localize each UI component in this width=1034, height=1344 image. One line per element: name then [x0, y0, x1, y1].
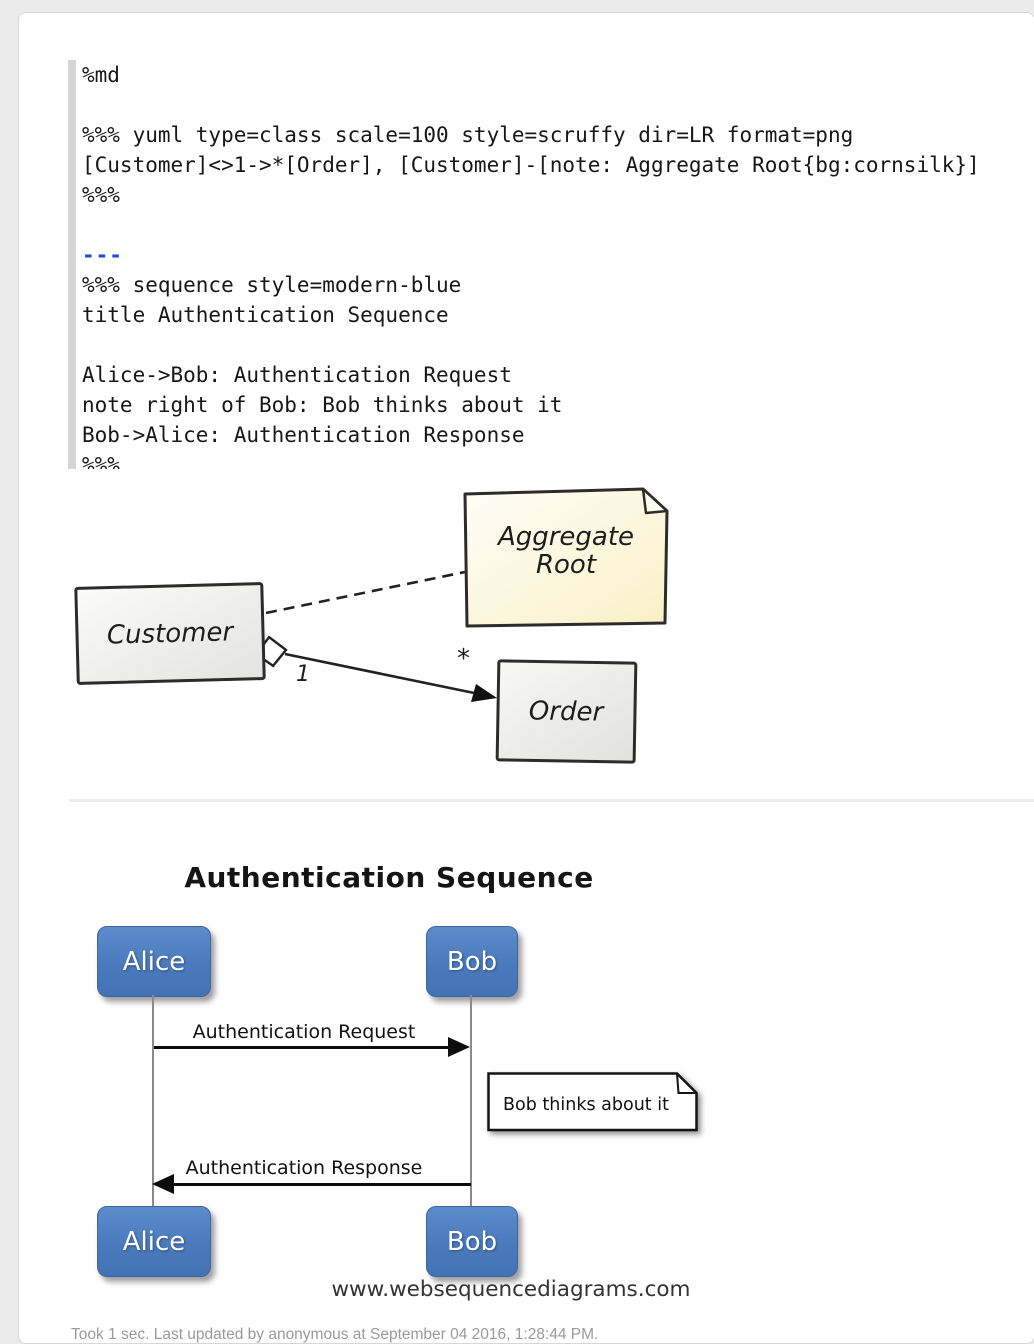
code-line — [82, 90, 1022, 120]
aggregate-root-note: Aggregate Root — [463, 487, 669, 628]
customer-label: Customer — [107, 617, 236, 650]
request-arrowhead-icon — [448, 1037, 470, 1057]
websequencediagrams-watermark: www.websequencediagrams.com — [331, 1277, 691, 1302]
class-diagram-image: 1 * Customer Aggregate Root Order — [74, 487, 669, 764]
code-line: title Authentication Sequence — [82, 303, 449, 327]
response-arrowhead-icon — [152, 1174, 174, 1194]
code-line — [82, 210, 1022, 240]
cell-gutter-bar — [68, 60, 76, 469]
seqnote-folded-corner — [676, 1073, 697, 1094]
code-line: %%% — [82, 453, 120, 469]
sequence-diagram-title: Authentication Sequence — [184, 861, 594, 894]
association-line — [284, 652, 480, 696]
multiplicity-one-label: 1 — [296, 662, 310, 687]
seqnote-text: Bob thinks about it — [503, 1095, 669, 1115]
bob-lifeline — [470, 995, 472, 1207]
cell-status-text: Took 1 sec. Last updated by anonymous at… — [71, 1326, 599, 1343]
response-message-label: Authentication Response — [185, 1157, 423, 1179]
arrowhead-order — [471, 684, 497, 702]
order-label: Order — [529, 696, 606, 727]
bob-note: Bob thinks about it — [487, 1072, 698, 1132]
code-line: %%% yuml type=class scale=100 style=scru… — [82, 123, 854, 147]
response-arrow-line — [172, 1183, 471, 1186]
code-line: %md — [82, 63, 120, 87]
request-arrow-line — [154, 1046, 450, 1049]
multiplicity-many-label: * — [457, 644, 470, 674]
request-message-label: Authentication Request — [192, 1021, 416, 1043]
note-link-dashed-line — [265, 570, 466, 615]
actor-bob-top: Bob — [426, 926, 518, 997]
customer-class-box: Customer — [74, 582, 266, 685]
code-line: %%% sequence style=modern-blue — [82, 273, 462, 297]
actor-alice-bottom: Alice — [97, 1206, 211, 1277]
code-line: Alice->Bob: Authentication Request — [82, 363, 512, 387]
note-text-line1: Aggregate — [496, 522, 634, 552]
order-class-box: Order — [495, 659, 638, 764]
code-line: [Customer]<>1->*[Order], [Customer]-[not… — [82, 153, 980, 177]
note-text-line2: Root — [536, 550, 597, 580]
code-line: Bob->Alice: Authentication Response — [82, 423, 525, 447]
actor-bob-bottom: Bob — [426, 1206, 518, 1277]
code-line — [82, 330, 1022, 360]
code-line: note right of Bob: Bob thinks about it — [82, 393, 563, 417]
notebook-cell[interactable]: %md %%% yuml type=class scale=100 style=… — [18, 12, 1034, 1344]
code-line-markdown-rule: --- — [82, 243, 123, 267]
alice-lifeline — [152, 995, 154, 1207]
code-line: %%% — [82, 183, 120, 207]
markdown-horizontal-rule — [69, 799, 1034, 802]
actor-alice-top: Alice — [97, 926, 211, 997]
code-editor[interactable]: %md %%% yuml type=class scale=100 style=… — [82, 60, 1022, 469]
note-folded-corner — [641, 487, 669, 515]
